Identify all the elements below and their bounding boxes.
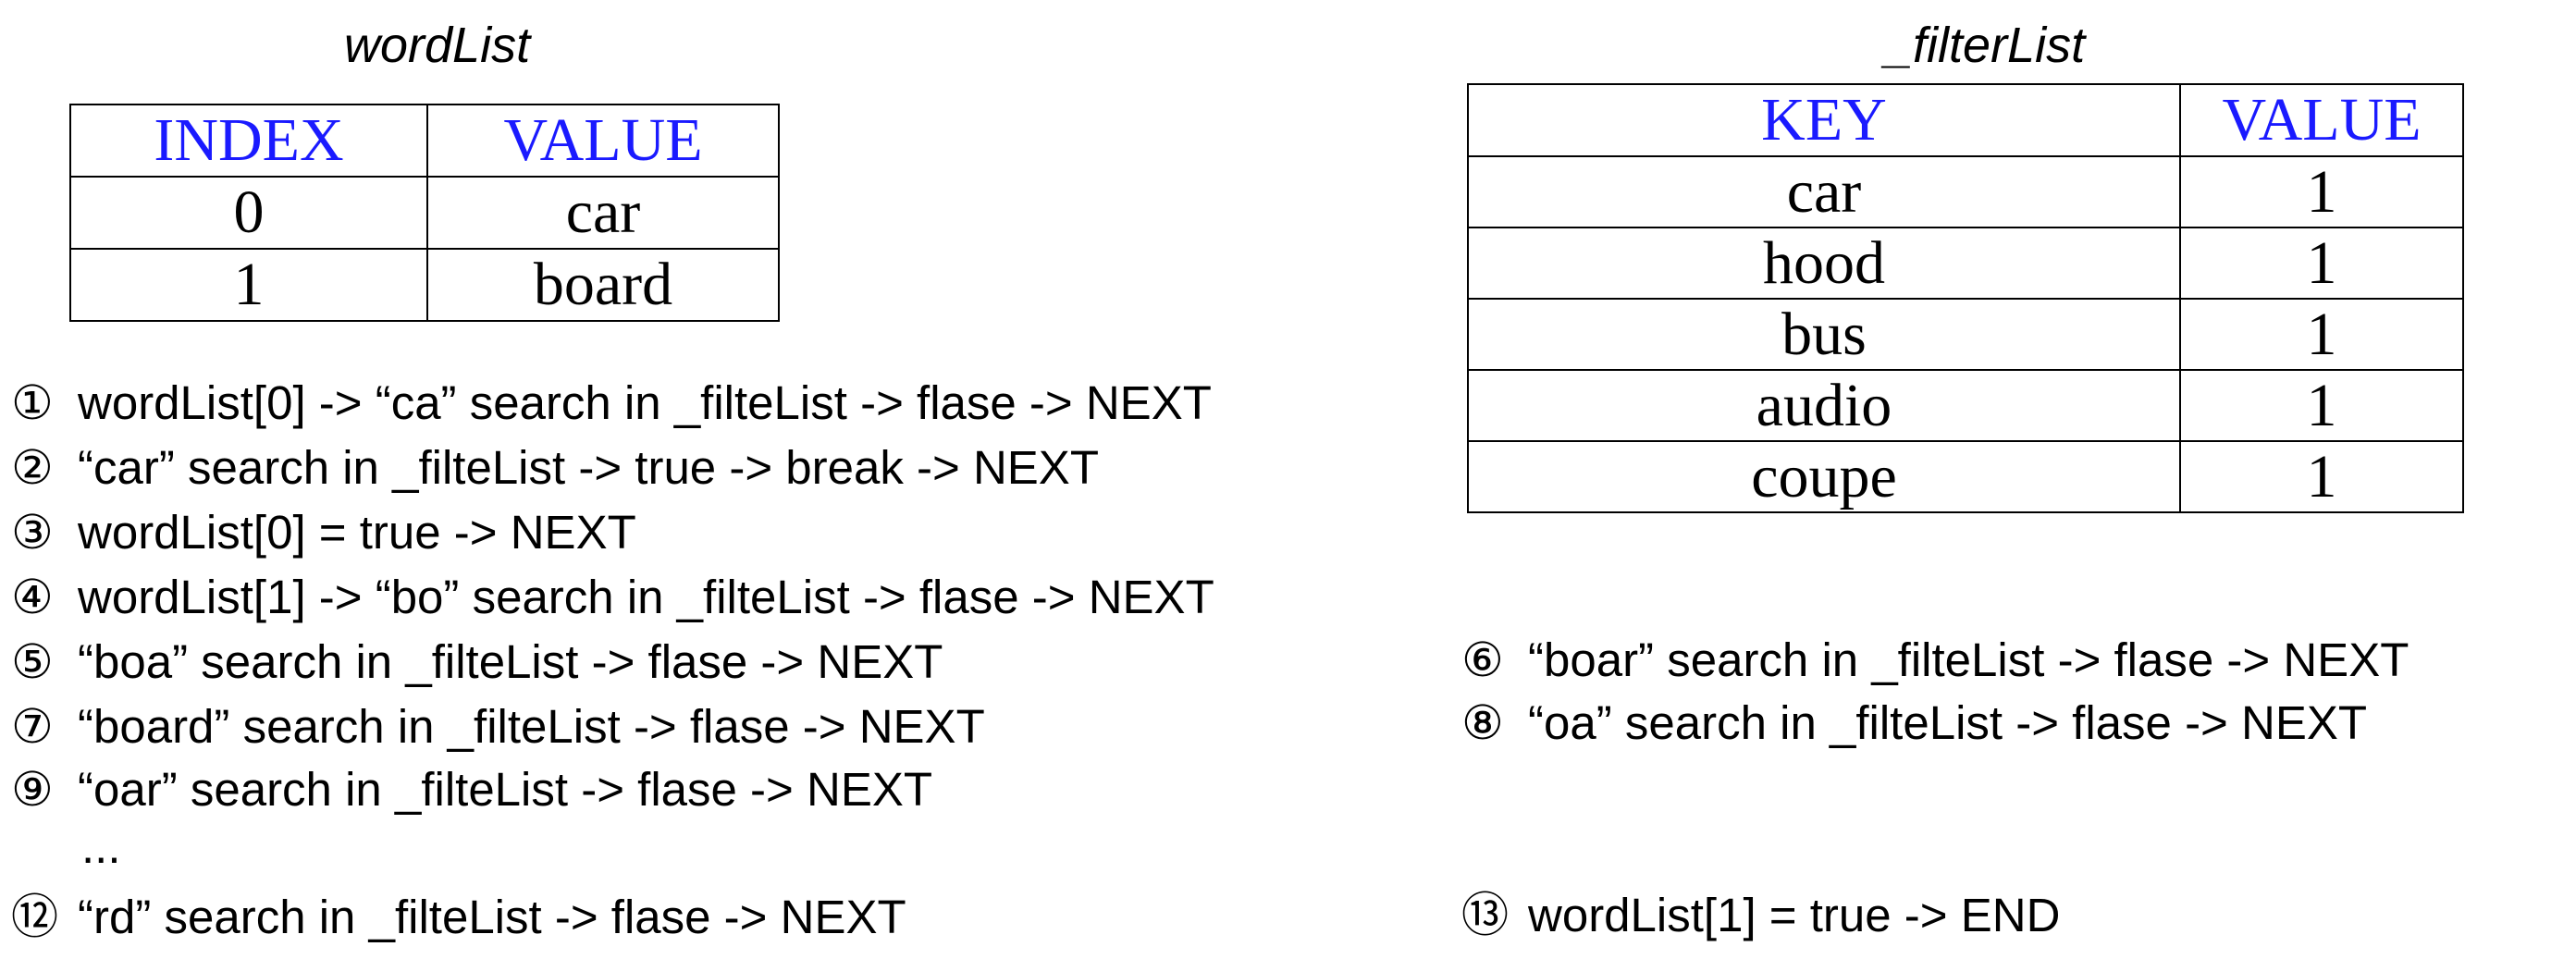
- table-cell: 1: [2179, 227, 2464, 300]
- filterlist-table: KEY VALUE car 1 hood 1 bus 1 audio 1 cou…: [1467, 83, 2464, 513]
- column-header-value: VALUE: [2179, 83, 2464, 157]
- step-5: ⑤“boa” search in _filteList -> flase -> …: [11, 638, 943, 686]
- table-row: car 1: [1467, 155, 2464, 228]
- step-number: ⑤: [11, 635, 54, 690]
- column-header-key: KEY: [1467, 83, 2181, 157]
- table-cell: board: [426, 248, 780, 322]
- step-9: ⑨“oar” search in _filteList -> flase -> …: [11, 766, 932, 814]
- table-row: coupe 1: [1467, 440, 2464, 513]
- step-number: ⑦: [11, 700, 54, 755]
- step-text: “car” search in _filteList -> true -> br…: [78, 441, 1099, 494]
- table-row: bus 1: [1467, 298, 2464, 371]
- table-cell: bus: [1467, 298, 2181, 371]
- column-header-value: VALUE: [426, 104, 780, 178]
- step-7: ⑦“board” search in _filteList -> flase -…: [11, 703, 985, 751]
- table-cell: 1: [2179, 298, 2464, 371]
- step-number: ①: [11, 376, 54, 431]
- step-number: ⑧: [1461, 696, 1504, 751]
- table-cell: 1: [2179, 155, 2464, 228]
- step-text: wordList[1] -> “bo” search in _filteList…: [78, 571, 1214, 623]
- step-2: ②“car” search in _filteList -> true -> b…: [11, 444, 1099, 492]
- table-cell: 0: [69, 176, 428, 250]
- table-cell: car: [426, 176, 780, 250]
- table-cell: audio: [1467, 369, 2181, 442]
- column-header-index: INDEX: [69, 104, 428, 178]
- step-number: ⑫: [11, 891, 59, 945]
- table-header-row: INDEX VALUE: [69, 104, 780, 178]
- step-text: “oar” search in _filteList -> flase -> N…: [78, 763, 933, 816]
- wordlist-title: wordList: [344, 18, 531, 73]
- table-cell: 1: [69, 248, 428, 322]
- step-text: wordList[1] = true -> END: [1528, 889, 2061, 941]
- step-8: ⑧“oa” search in _filteList -> flase -> N…: [1461, 699, 2367, 747]
- step-number: ③: [11, 506, 54, 560]
- step-text: “board” search in _filteList -> flase ->…: [78, 700, 985, 753]
- step-13: ⑬ wordList[1] = true -> END: [1461, 891, 2060, 940]
- step-text: wordList[0] = true -> NEXT: [78, 506, 636, 559]
- step-text: “oa” search in _filteList -> flase -> NE…: [1528, 696, 2368, 749]
- wordlist-table: INDEX VALUE 0 car 1 board: [69, 104, 780, 322]
- step-number: ⑨: [11, 763, 54, 818]
- table-header-row: KEY VALUE: [1467, 83, 2464, 157]
- steps-ellipsis: ...: [81, 820, 121, 873]
- step-12: ⑫“rd” search in _filteList -> flase -> N…: [11, 893, 906, 941]
- table-cell: 1: [2179, 369, 2464, 442]
- step-text: wordList[0] -> “ca” search in _filteList…: [78, 376, 1212, 429]
- table-cell: coupe: [1467, 440, 2181, 513]
- step-text: “boa” search in _filteList -> flase -> N…: [78, 635, 943, 688]
- table-cell: hood: [1467, 227, 2181, 300]
- filterlist-title: _filterList: [1885, 18, 2086, 73]
- table-row: 1 board: [69, 248, 780, 322]
- step-number: ④: [11, 571, 54, 625]
- step-text: “boar” search in _filteList -> flase -> …: [1528, 633, 2410, 686]
- table-cell: 1: [2179, 440, 2464, 513]
- step-3: ③ wordList[0] = true -> NEXT: [11, 509, 636, 557]
- step-text: “rd” search in _filteList -> flase -> NE…: [78, 891, 906, 943]
- table-row: 0 car: [69, 176, 780, 250]
- step-number: ②: [11, 441, 54, 496]
- step-number: ⑬: [1461, 889, 1510, 943]
- table-row: audio 1: [1467, 369, 2464, 442]
- step-number: ⑥: [1461, 633, 1504, 688]
- step-6: ⑥“boar” search in _filteList -> flase ->…: [1461, 636, 2409, 684]
- table-cell: car: [1467, 155, 2181, 228]
- table-row: hood 1: [1467, 227, 2464, 300]
